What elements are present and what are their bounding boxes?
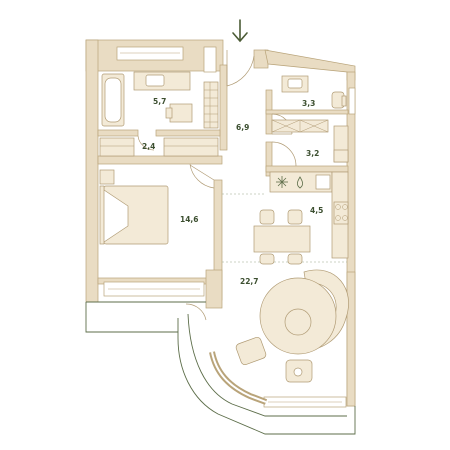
balcony [85,301,356,435]
wardrobe-left [99,137,135,157]
entrance-arrow-icon [232,19,248,43]
room-area-bedroom: 14,6 [180,215,199,224]
room-labels: 5,7 6,9 2,4 14,6 3,3 3,2 4,5 22,7 [142,97,323,286]
chair [287,209,303,225]
room-area-hall: 6,9 [236,123,249,132]
washing-machine [169,103,193,123]
hob-snowflake-icon [276,176,288,188]
furniture-details [100,82,348,221]
curved-window-inner [211,351,267,403]
zone-dividers [222,193,347,263]
wardrobe-right [163,137,219,157]
chair [287,253,303,265]
chair [259,253,275,265]
room-area-laundry: 3,2 [306,149,319,158]
stove [333,201,349,225]
room-area-wardrobe: 2,4 [142,142,155,151]
armchair [235,336,267,366]
walls [85,39,356,407]
bathroom-shelves [203,81,219,129]
room-area-wc: 3,3 [302,99,315,108]
room-area-bathroom: 5,7 [153,97,166,106]
water-drop-icon [296,176,304,189]
furniture [99,71,349,383]
coffee-table [284,308,312,336]
room-area-kitchen: 4,5 [310,206,323,215]
room-area-living: 22,7 [240,277,259,286]
chair [259,209,275,225]
dining-table [253,225,311,253]
window-sash-lines [108,52,342,403]
